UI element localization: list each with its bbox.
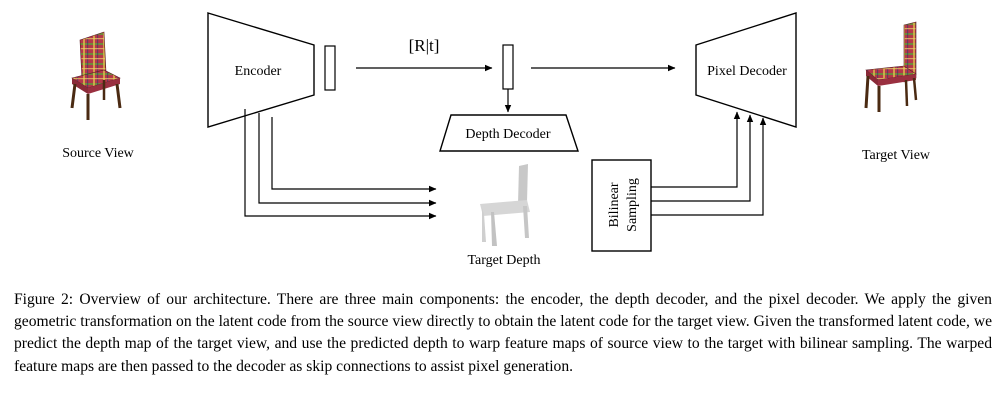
figure-caption: Figure 2: Overview of our architecture. … <box>14 289 992 378</box>
figure-number: Figure 2: <box>14 291 74 308</box>
skip-connection-lines <box>244 109 437 220</box>
depth-decoder-label: Depth Decoder <box>465 127 550 142</box>
bilinear-sampling-block <box>591 159 652 252</box>
pixel-decoder-block <box>695 12 797 128</box>
caption-text: Overview of our architecture. There are … <box>14 291 992 375</box>
target-view-label: Target View <box>862 148 931 163</box>
source-view-chair-image <box>70 31 122 120</box>
target-latent-code <box>502 44 514 90</box>
bilinear-sampling-label-line2: Sampling <box>625 178 640 232</box>
target-view-chair-image <box>864 21 918 112</box>
depth-decoder-block <box>439 114 579 152</box>
source-latent-code <box>324 45 336 91</box>
sampled-feature-lines <box>651 111 767 216</box>
architecture-figure: Source View Encoder [R|t] Depth Decoder … <box>62 12 931 268</box>
encoder-block <box>207 12 315 128</box>
pixel-decoder-label: Pixel Decoder <box>707 64 787 79</box>
target-depth-label: Target Depth <box>467 253 540 268</box>
bilinear-sampling-label-line1: Bilinear <box>607 182 622 227</box>
encoder-label: Encoder <box>235 64 282 79</box>
source-view-label: Source View <box>62 146 134 161</box>
transform-label: [R|t] <box>409 36 440 55</box>
target-depth-image <box>480 164 530 246</box>
